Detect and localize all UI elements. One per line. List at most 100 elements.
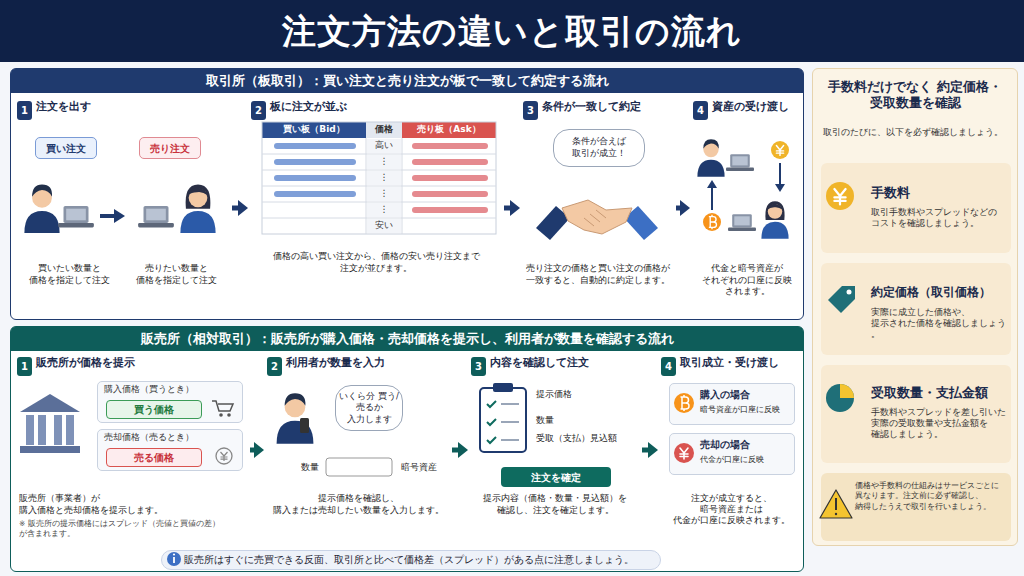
text-slot: 1 bbox=[17, 101, 32, 120]
text-slot: 利用者が数量を入力 bbox=[286, 356, 385, 370]
settlement-figures bbox=[711, 186, 713, 210]
clipboard bbox=[501, 404, 519, 440]
footnote: ※ 販売所の提示価格にはスプレッド（売値と買値の差）が含まれます。 bbox=[19, 519, 247, 539]
order-figures bbox=[24, 185, 215, 233]
text-slot: 価格や手数料の仕組みはサービスごとに 異なります。注文前に必ず確認し、 納得した… bbox=[855, 481, 1007, 512]
settlement-figures bbox=[761, 201, 788, 238]
callout-number: 3 bbox=[475, 360, 482, 373]
settlement-figures bbox=[703, 213, 721, 231]
text-slot: 板に注文が並ぶ bbox=[270, 100, 347, 114]
step-caption: 売り注文の価格と買い注文の価格が 一致すると、自動的に約定します。 bbox=[523, 263, 673, 286]
settlement-figures bbox=[771, 141, 789, 159]
text-slot: 売却価格（売るとき） bbox=[104, 432, 194, 444]
settlement-coins bbox=[674, 393, 694, 463]
warning-card: 価格や手数料の仕組みはサービスごとに 異なります。注文前に必ず確認し、 納得した… bbox=[821, 473, 1011, 541]
text-slot: 売る価格 bbox=[107, 449, 201, 466]
cart-icon bbox=[219, 413, 223, 417]
bubble-text: 条件が合えば 取引が成立！ bbox=[554, 136, 644, 159]
order-book-grid bbox=[274, 159, 356, 165]
text-slot: 販売所はすぐに売買できる反面、取引所と比べて価格差（スプレッド）がある点に注意し… bbox=[184, 551, 656, 569]
table-header: 価格 bbox=[375, 124, 393, 136]
step-column: 販売所が価格を提示販売所（事業者）が 購入価格と売却価格を提示します。※ 販売所… bbox=[17, 355, 247, 545]
card-title: 受取数量・支払金額 bbox=[871, 385, 988, 402]
arrow-head bbox=[680, 200, 690, 216]
result-box: 売却の場合代金が口座に反映 bbox=[669, 433, 795, 475]
order-figures bbox=[100, 214, 116, 218]
text-slot: 実際に成立した価格や、 提示された価格を確認しましょう。 bbox=[871, 307, 1007, 340]
check-icons bbox=[847, 290, 852, 295]
order-book-grid bbox=[412, 207, 488, 213]
step-column: 条件が一致して約定売り注文の価格と買い注文の価格が 一致すると、自動的に約定しま… bbox=[523, 99, 673, 317]
text-slot: 手数料やスプレッドを差し引いた 実際の受取数量や支払金額を 確認しましょう。 bbox=[871, 407, 1007, 440]
step-column: 資産の受け渡し代金と暗号資産が それぞれの口座に反映 されます。4 bbox=[693, 99, 801, 317]
arrow-shaft bbox=[676, 206, 682, 211]
text-slot: 売り板（Ask） bbox=[402, 122, 496, 138]
info-icon bbox=[173, 553, 175, 555]
settlement-figures bbox=[707, 180, 717, 188]
note-text: 販売所はすぐに売買できる反面、取引所と比べて価格差（スプレッド）がある点に注意し… bbox=[184, 554, 634, 566]
settlement-figures bbox=[775, 184, 785, 192]
card-text: 取引手数料やスプレッドなどの コストを確認しましょう。 bbox=[871, 207, 1007, 229]
phone-user bbox=[300, 418, 309, 433]
step-column: 注文を出す買いたい数量と 価格を指定して注文売りたい数量と 価格を指定して注文 1… bbox=[17, 99, 229, 317]
section-panel: 取引所（板取引）：買い注文と売り注文が板で一致して約定する流れ注文を出す買いたい… bbox=[10, 68, 804, 320]
table-cell: 安い bbox=[375, 220, 393, 232]
order-book-grid bbox=[274, 143, 356, 149]
phone-user bbox=[277, 393, 314, 444]
text-slot: 注文方法の違いと取引の流れ bbox=[0, 0, 1024, 62]
clipboard bbox=[480, 388, 526, 452]
result-text: 代金が口座に反映 bbox=[700, 455, 794, 465]
arrow-head bbox=[510, 200, 520, 216]
step-caption: 売りたい数量と 価格を指定して注文 bbox=[123, 263, 229, 286]
settlement-figures bbox=[779, 163, 781, 186]
text-slot: 受取（支払）見込額 bbox=[536, 432, 636, 446]
note-pill: 販売所はすぐに売買できる反面、取引所と比べて価格差（スプレッド）がある点に注意し… bbox=[161, 550, 661, 570]
settlement-coins bbox=[681, 395, 690, 411]
text-slot: 取引成立・受け渡し bbox=[680, 356, 779, 370]
table-cell: ⋮ bbox=[380, 156, 389, 168]
step-badge: 4 bbox=[661, 357, 676, 376]
arrow-shaft bbox=[642, 448, 650, 453]
yen-icon bbox=[216, 448, 232, 464]
check-icons bbox=[835, 498, 837, 510]
callout-number: 2 bbox=[255, 104, 262, 117]
step-badge: 3 bbox=[471, 357, 486, 376]
arrow-head bbox=[238, 200, 248, 216]
settlement-figures bbox=[726, 154, 754, 171]
handshake bbox=[536, 206, 570, 240]
bank-icon bbox=[20, 446, 80, 453]
text-slot: 注文が成立すると、暗号資産または 代金が口座に反映されます。 bbox=[661, 493, 801, 526]
result-title: 購入の場合 bbox=[700, 389, 750, 401]
table-cell: ⋮ bbox=[380, 172, 389, 184]
order-bubble: 売り注文 bbox=[139, 137, 201, 159]
list-item: 受取（支払）見込額 bbox=[536, 433, 617, 445]
text-slot: ⋮ bbox=[367, 203, 401, 217]
callout-number: 4 bbox=[665, 360, 672, 373]
text-slot: 4 bbox=[693, 101, 708, 120]
callout-number: 2 bbox=[271, 360, 278, 373]
text-slot: 注文を出す bbox=[36, 100, 91, 114]
list-item: 提示価格 bbox=[536, 389, 572, 401]
result-title: 売却の場合 bbox=[700, 439, 750, 451]
text-slot: 数量 bbox=[296, 459, 324, 477]
info-icon bbox=[167, 552, 181, 566]
check-card: 手数料取引手数料やスプレッドなどの コストを確認しましょう。 bbox=[821, 163, 1011, 253]
step-caption: 買いたい数量と 価格を指定して注文 bbox=[17, 263, 121, 286]
step-badge: 1 bbox=[17, 101, 32, 120]
section-header: 取引所（板取引）：買い注文と売り注文が板で一致して約定する流れ bbox=[206, 73, 609, 90]
step-caption: 提示内容（価格・数量・見込額）を 確認し、注文を確定します。 bbox=[471, 493, 639, 516]
flow-arrow bbox=[504, 200, 520, 216]
handshake bbox=[624, 206, 658, 240]
step-heading: 内容を確認して注文 bbox=[490, 356, 589, 370]
handshake bbox=[584, 210, 606, 226]
bubble-text: 売り注文 bbox=[150, 142, 190, 155]
settlement-coins bbox=[680, 448, 688, 459]
table-header: 売り板（Ask） bbox=[417, 124, 480, 136]
check-icons bbox=[826, 384, 854, 412]
field-label: 暗号資産 bbox=[401, 462, 437, 474]
check-icons bbox=[840, 384, 854, 398]
phone-user bbox=[326, 458, 392, 476]
text-slot: 手数料だけでなく 約定価格・受取数量を確認 bbox=[817, 79, 1013, 112]
step-heading: 注文を出す bbox=[36, 100, 91, 114]
